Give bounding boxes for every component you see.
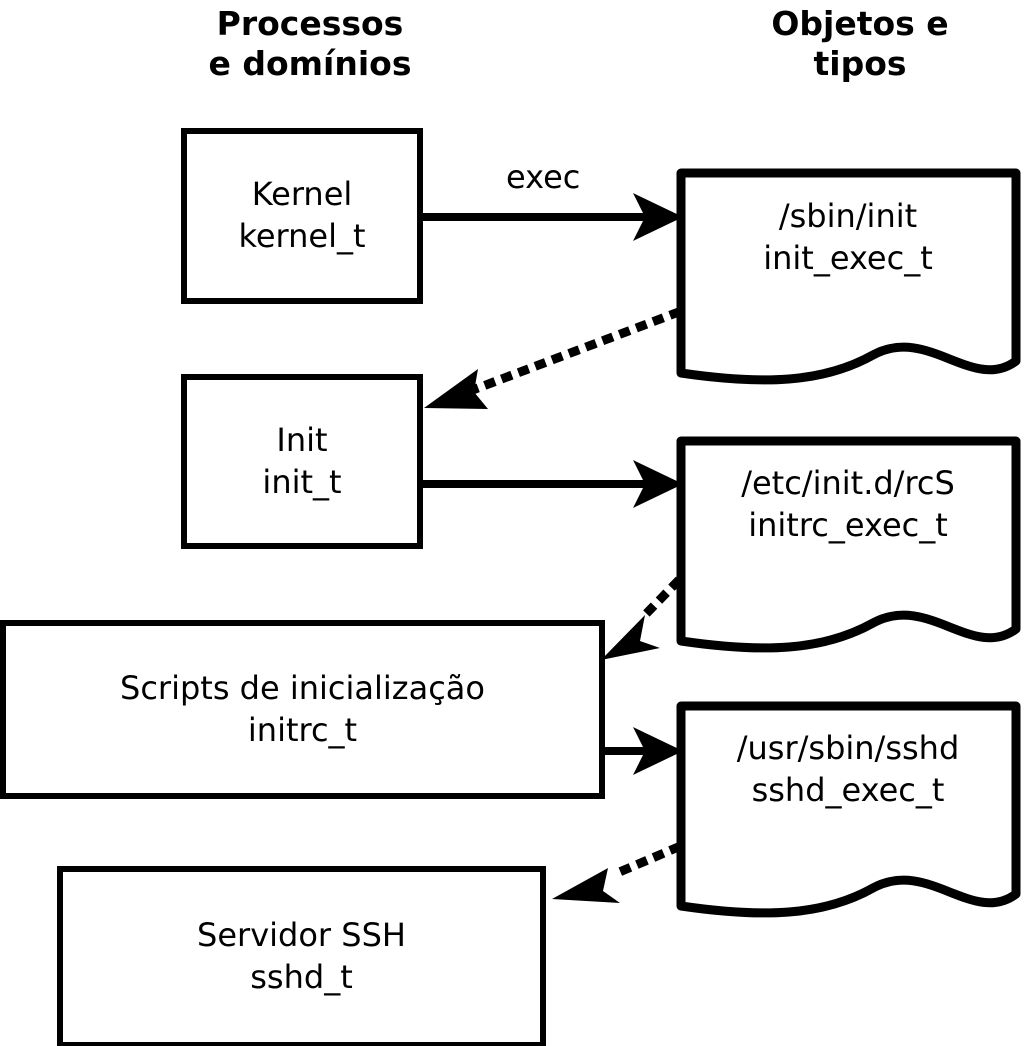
object-type-initrc-exec: initrc_exec_t (748, 505, 948, 544)
edge-label-exec: exec (506, 158, 581, 196)
column-header-objects: Objetos e tipos (771, 4, 949, 84)
process-box-init: Init init_t (181, 374, 423, 549)
process-name-kernel: Kernel (251, 175, 353, 214)
process-name-init: Init (276, 420, 328, 459)
process-type-init: init_t (262, 462, 342, 501)
object-path-initrc-exec: /etc/init.d/rcS (741, 464, 955, 502)
object-shape-sshd-exec (673, 698, 1024, 923)
process-box-initrc: Scripts de inicialização initrc_t (0, 620, 605, 799)
arrow-init-exec-to-init (424, 307, 682, 409)
process-box-sshd: Servidor SSH sshd_t (57, 866, 546, 1046)
object-path-init-exec: /sbin/init (778, 197, 918, 235)
object-label-initrc-exec: /etc/init.d/rcS initrc_exec_t (678, 463, 1018, 546)
process-type-kernel: kernel_t (238, 217, 366, 255)
object-path-sshd-exec: /usr/sbin/sshd (736, 729, 960, 767)
object-label-init-exec: /sbin/init init_exec_t (678, 196, 1018, 279)
object-type-sshd-exec: sshd_exec_t (751, 770, 945, 809)
arrow-kernel-to-init-exec (423, 193, 683, 241)
process-name-initrc: Scripts de inicialização (120, 668, 485, 707)
arrow-init-to-initrc-exec (423, 460, 683, 508)
object-label-sshd-exec: /usr/sbin/sshd sshd_exec_t (678, 728, 1018, 811)
process-box-kernel: Kernel kernel_t (181, 128, 423, 304)
process-type-sshd: sshd_t (250, 958, 353, 996)
object-shape-init-exec (673, 165, 1024, 390)
process-name-sshd: Servidor SSH (197, 916, 406, 955)
arrow-initrc-to-sshd-exec (600, 727, 683, 775)
column-header-processes: Processos e domínios (208, 4, 412, 84)
arrow-initrc-exec-to-initrc (601, 576, 683, 660)
arrow-sshd-exec-to-sshd (552, 842, 682, 903)
object-shape-initrc-exec (673, 433, 1024, 658)
process-type-initrc: initrc_t (247, 710, 358, 749)
object-type-init-exec: init_exec_t (763, 238, 933, 277)
